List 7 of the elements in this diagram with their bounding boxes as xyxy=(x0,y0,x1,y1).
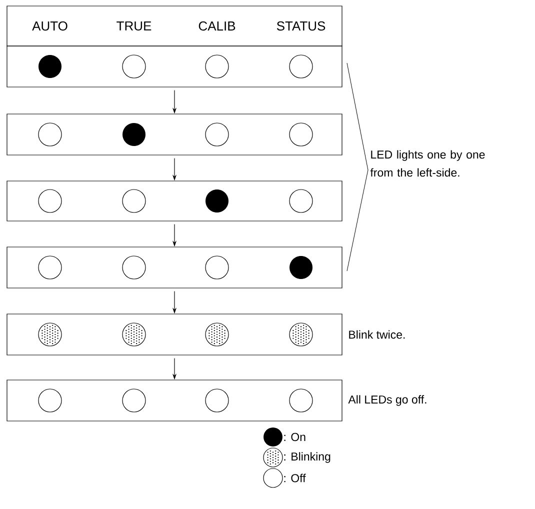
header-box: AUTO TRUE CALIB STATUS xyxy=(6,6,342,46)
legend-label: : Off xyxy=(284,474,306,482)
bracket-note: LED lights one by one from the left-side. xyxy=(370,150,485,177)
legend-label: : On xyxy=(284,432,306,442)
legend-label: : Blinking xyxy=(284,452,330,463)
row-note: All LEDs go off. xyxy=(348,395,426,406)
row-note: Blink twice. xyxy=(349,330,405,339)
